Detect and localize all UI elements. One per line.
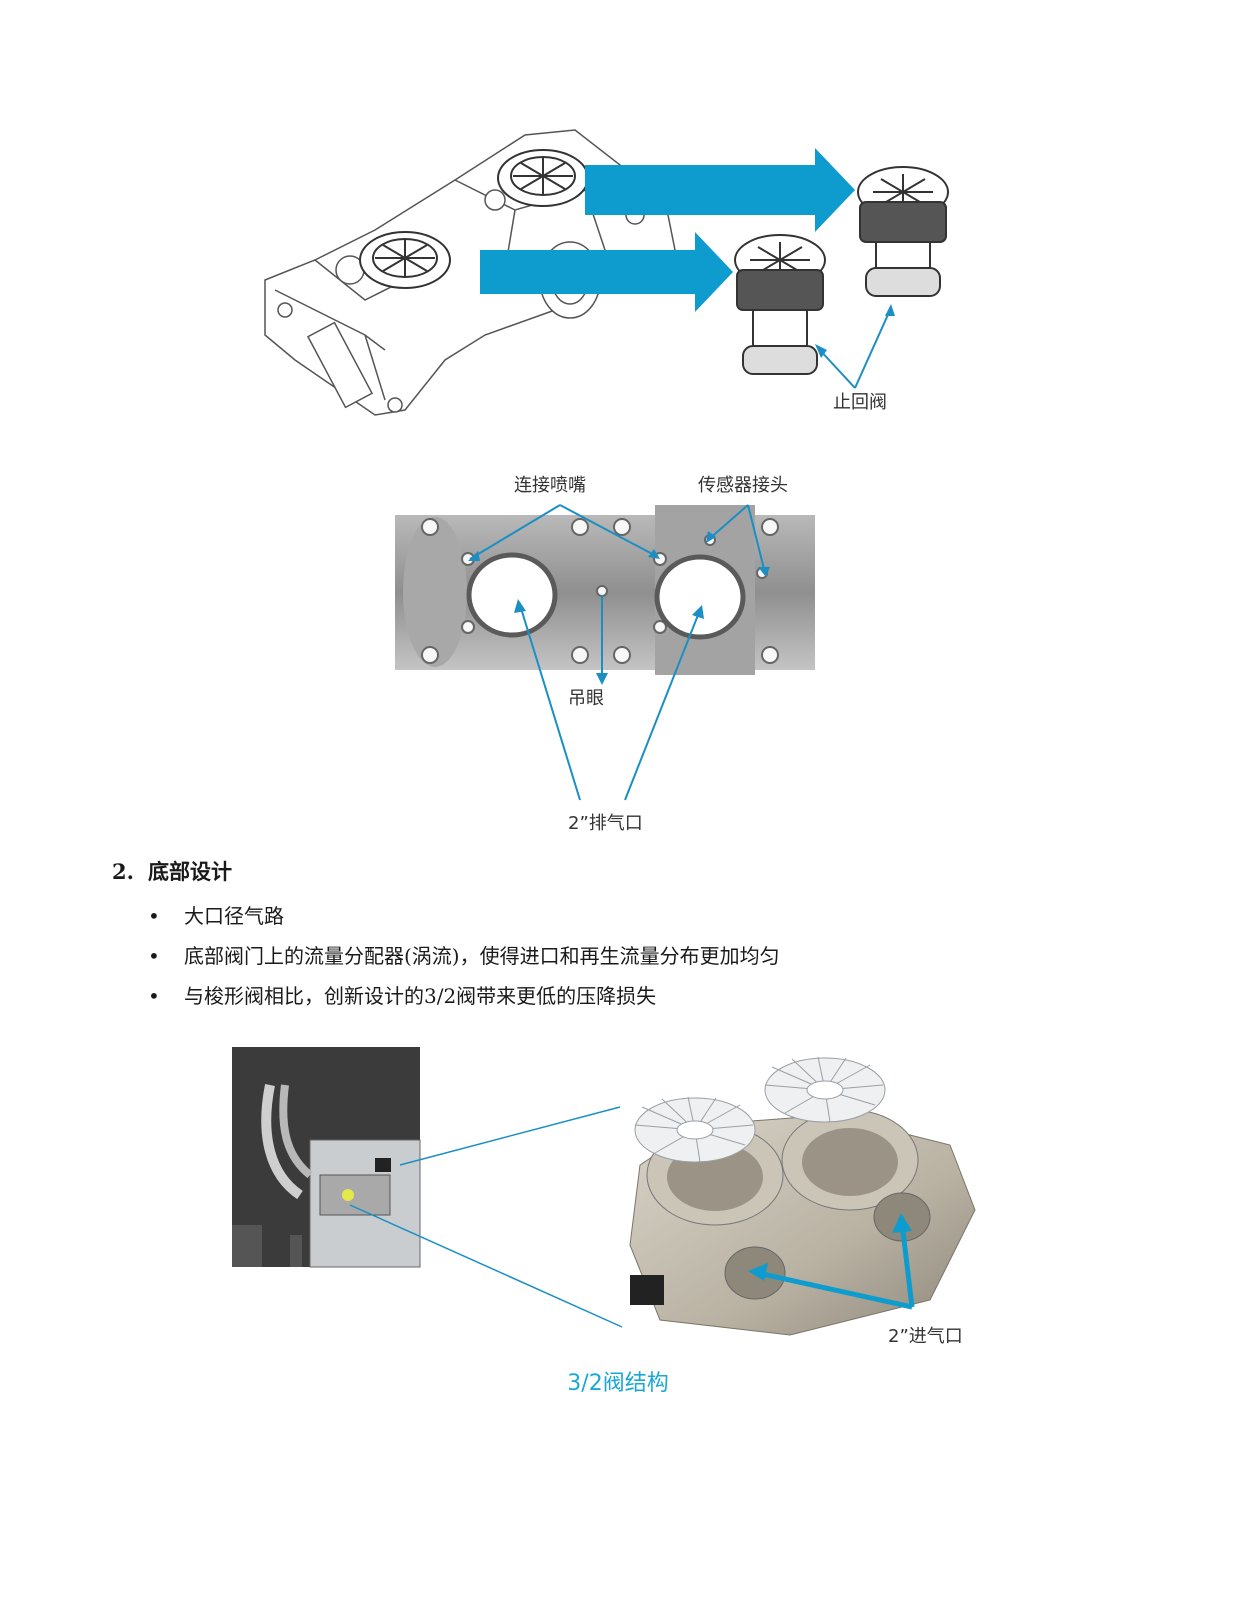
section-heading: 2. 底部设计 — [112, 856, 232, 886]
three-two-valve-image — [629, 1109, 976, 1336]
list-item: •大口径气路 — [148, 904, 284, 928]
exhaust-port-openings — [466, 552, 746, 640]
label-sensor-connector: 传感器接头 — [698, 475, 788, 496]
check-valve-right — [857, 166, 949, 297]
removal-arrow-icon — [480, 148, 855, 312]
label-connection-nozzle: 连接喷嘴 — [514, 475, 586, 496]
list-item: •与梭形阀相比，创新设计的3/2阀带来更低的压降损失 — [148, 984, 657, 1008]
label-inlet-port: 2”进气口 — [888, 1326, 963, 1347]
figure-caption: 3/2阀结构 — [567, 1371, 669, 1396]
check-valve-callout-lines — [817, 307, 892, 389]
inlet-arrow-icon — [748, 1213, 912, 1281]
zoom-connector-lines — [349, 1106, 623, 1328]
flow-distributor-fan-icon — [634, 1056, 886, 1163]
dryer-cabinet-image — [232, 1047, 421, 1268]
check-valve-figure — [264, 129, 949, 416]
list-item: •底部阀门上的流量分配器(涡流)，使得进口和再生流量分布更加均匀 — [148, 944, 780, 968]
label-exhaust-port: 2”排气口 — [568, 813, 643, 834]
label-check-valve: 止回阀 — [833, 392, 887, 413]
section-title: 底部设计 — [148, 859, 232, 884]
check-valve-left — [734, 234, 826, 375]
three-two-valve-figure — [232, 1047, 976, 1336]
label-lifting-eye: 吊眼 — [568, 688, 604, 709]
plate-callout-lines — [469, 504, 766, 801]
valve-plate-figure — [395, 504, 815, 801]
bullet-list: •大口径气路 •底部阀门上的流量分配器(涡流)，使得进口和再生流量分布更加均匀 … — [148, 896, 780, 1016]
section-number: 2. — [112, 859, 134, 884]
body-valve-cap — [359, 149, 589, 289]
inlet-arrow-lines — [757, 1222, 915, 1310]
